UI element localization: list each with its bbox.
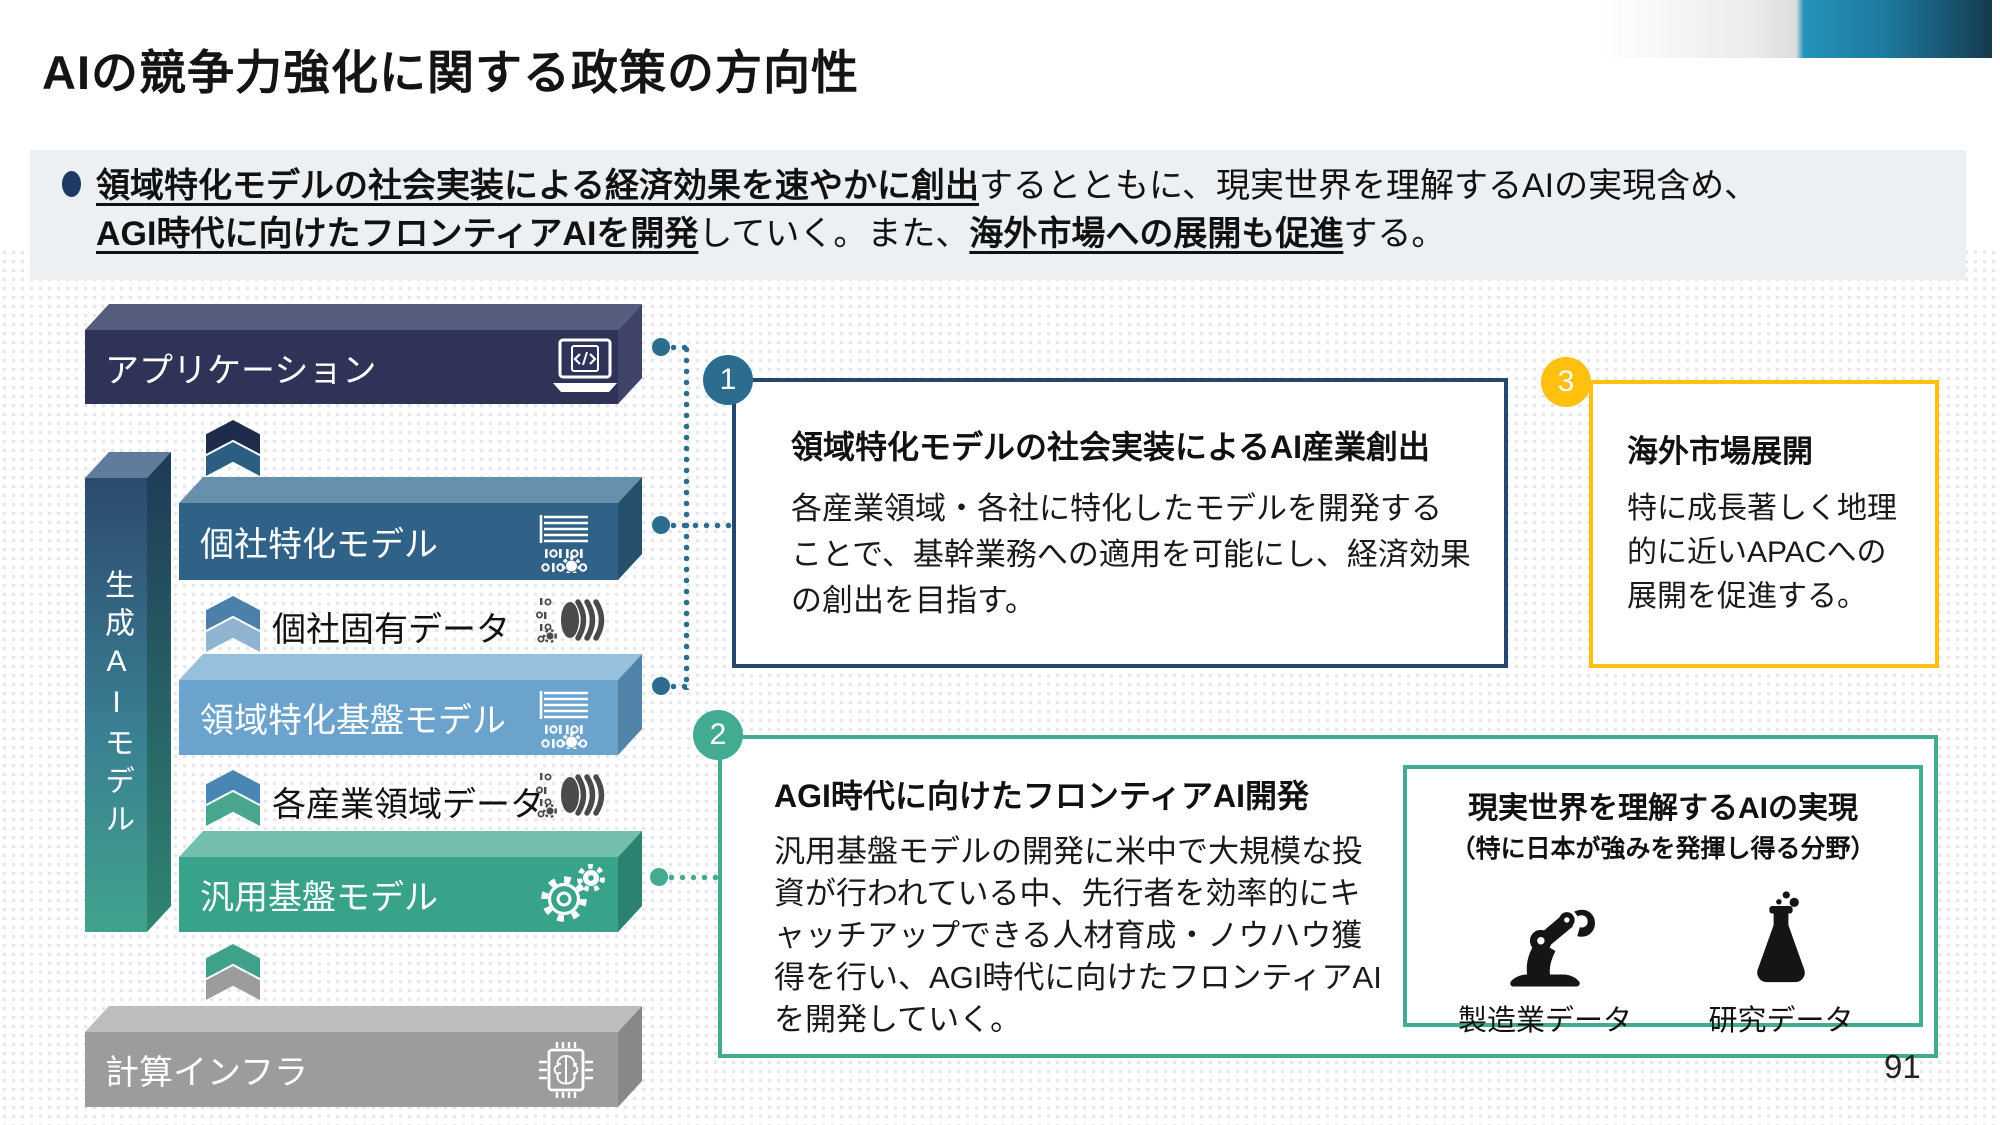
genai-model-bar-label: 生成AIモデル [100, 569, 133, 841]
layer-application: アプリケーション [85, 330, 618, 404]
callout-3-body: 特に成長著しく地理的に近いAPACへの展開を促進する。 [1627, 492, 1897, 613]
chip-brain-icon [535, 1039, 597, 1106]
connector-dot-application [652, 338, 670, 356]
genai-model-bar-face: 生成AIモデル [85, 478, 147, 932]
callout-1-number-badge: 1 [703, 355, 753, 405]
connector-line-vertical [683, 344, 690, 690]
layer-company-model-label: 個社特化モデル [200, 526, 438, 564]
summary-box: 領域特化モデルの社会実装による経済効果を速やかに創出するとともに、現実世界を理解… [30, 150, 1966, 280]
connector-line-to-callout1 [668, 522, 734, 529]
chevron-up-icon [206, 944, 260, 1000]
connector-stub-domain-model [668, 683, 690, 690]
layer-domain-model: 領域特化基盤モデル [179, 680, 618, 755]
connector-dot-general-model [650, 868, 668, 886]
callout-overseas-expansion: 3 海外市場展開 特に成長著しく地理的に近いAPACへの展開を促進する。 [1541, 357, 1939, 668]
summary-line1-rest: するとともに、現実世界を理解するAIの実現含め、 [978, 167, 1759, 205]
company-data-label: 個社固有データ [272, 611, 510, 649]
layer-infrastructure-face: 計算インフラ [85, 1032, 618, 1107]
layer-general-model-face: 汎用基盤モデル [179, 857, 618, 932]
research-data-label: 研究データ [1708, 1005, 1854, 1037]
connector-dot-domain-model [652, 677, 670, 695]
model-document-icon [534, 511, 596, 578]
database-binary-icon [536, 594, 606, 651]
connector-dot-company-model [652, 516, 670, 534]
flask-icon [1744, 875, 1818, 995]
header-gradient-bar [1600, 0, 1992, 58]
summary-text: 領域特化モデルの社会実装による経済効果を速やかに創出するとともに、現実世界を理解… [96, 162, 1936, 258]
manufacturing-data-label: 製造業データ [1457, 1005, 1632, 1037]
page-title: AIの競争力強化に関する政策の方向性 [42, 46, 859, 99]
connector-stub-application [668, 344, 690, 351]
robot-arm-icon [1493, 875, 1597, 995]
layer-application-label: アプリケーション [105, 351, 377, 390]
connector-line-to-callout2 [666, 874, 720, 881]
layer-company-model: 個社特化モデル [179, 503, 618, 580]
layer-general-model-label: 汎用基盤モデル [200, 879, 438, 917]
summary-line2-strong2: 海外市場への展開も促進 [969, 215, 1344, 253]
real-world-ai-items: 製造業データ 研究データ [1407, 875, 1919, 1039]
laptop-code-icon [547, 337, 623, 404]
chevron-up-icon [206, 770, 260, 826]
database-binary-icon [536, 769, 606, 826]
model-document-icon [534, 687, 596, 754]
layer-infrastructure-label: 計算インフラ [105, 1054, 308, 1092]
callout-2-title: AGI時代に向けたフロンティアAI開発 [774, 778, 1309, 814]
summary-line2-strong1: AGI時代に向けたフロンティアAIを開発 [96, 215, 699, 253]
summary-line1-strong: 領域特化モデルの社会実装による経済効果を速やかに創出 [96, 167, 979, 205]
manufacturing-data-item: 製造業データ [1435, 875, 1655, 1039]
real-world-ai-box: 現実世界を理解するAIの実現 （特に日本が強みを発揮し得る分野） [1403, 765, 1923, 1037]
genai-model-bar: 生成AIモデル [85, 478, 147, 932]
industry-data-label: 各産業領域データ [272, 786, 544, 824]
callout-industry-creation: 1 領域特化モデルの社会実装によるAI産業創出 各産業領域・各社に特化したモデル… [703, 355, 1508, 668]
research-data-item: 研究データ [1671, 875, 1891, 1039]
summary-line2-mid: していく。また、 [698, 215, 970, 253]
real-world-ai-subtitle: （特に日本が強みを発揮し得る分野） [1450, 835, 1876, 863]
callout-3-number-badge: 3 [1541, 357, 1591, 407]
callout-1-title: 領域特化モデルの社会実装によるAI産業創出 [791, 429, 1431, 465]
real-world-ai-title: 現実世界を理解するAIの実現 [1468, 792, 1858, 825]
callout-2-number-badge: 2 [693, 710, 743, 760]
chevron-up-icon [206, 596, 260, 652]
callout-2-body: 汎用基盤モデルの開発に米中で大規模な投資が行われている中、先行者を効率的にキャッ… [774, 834, 1382, 1037]
callout-3-title: 海外市場展開 [1627, 434, 1813, 469]
layer-domain-model-label: 領域特化基盤モデル [200, 702, 506, 740]
layer-infrastructure: 計算インフラ [85, 1032, 618, 1107]
layer-application-face: アプリケーション [85, 330, 618, 404]
chevron-up-icon [206, 420, 260, 476]
gears-icon [537, 863, 605, 932]
layer-company-model-face: 個社特化モデル [179, 503, 618, 580]
callout-frontier-ai: 2 AGI時代に向けたフロンティアAI開発 汎用基盤モデルの開発に米中で大規模な… [693, 710, 1938, 1058]
layer-domain-model-face: 領域特化基盤モデル [179, 680, 618, 755]
summary-line2-end: する。 [1343, 215, 1446, 253]
bullet-icon [62, 171, 81, 197]
callout-1-body: 各産業領域・各社に特化したモデルを開発することで、基幹業務への適用を可能にし、経… [791, 491, 1471, 618]
page-number: 91 [1884, 1048, 1921, 1085]
layer-general-model: 汎用基盤モデル [179, 857, 618, 932]
